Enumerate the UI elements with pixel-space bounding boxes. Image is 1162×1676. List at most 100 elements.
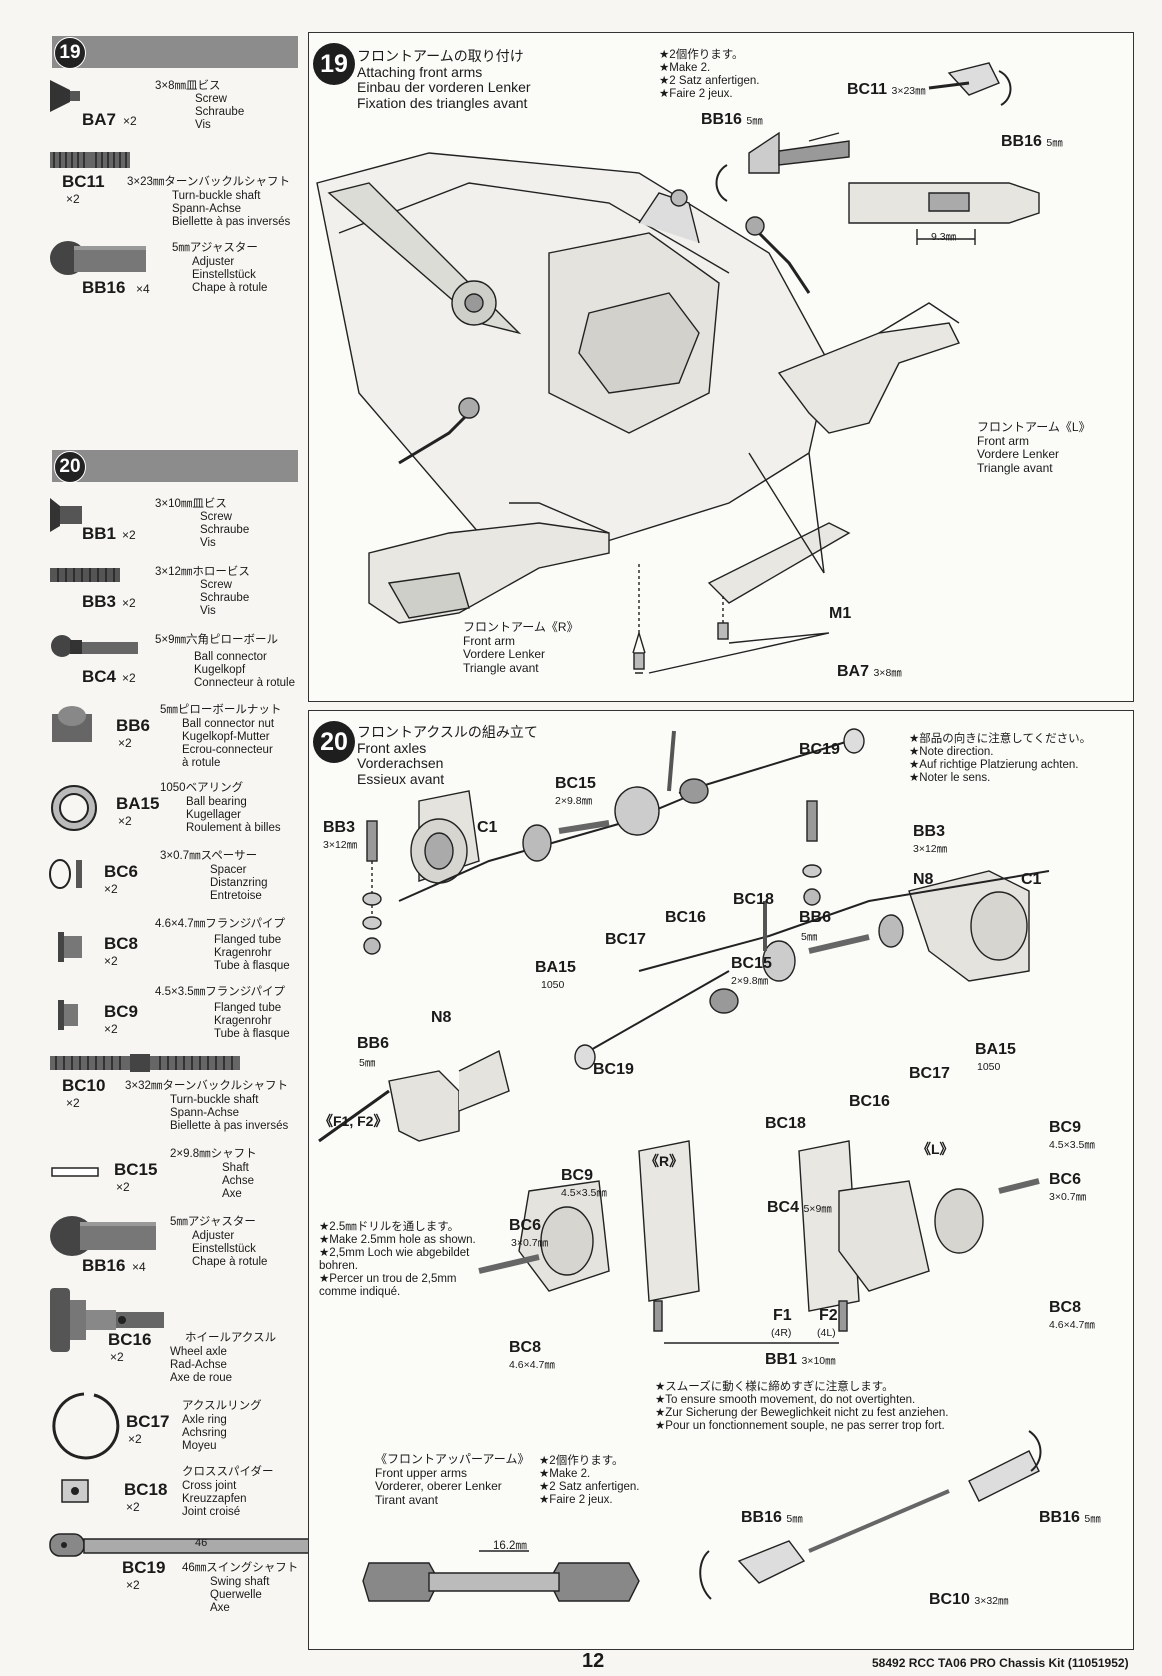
part-spec: 2×9.8㎜シャフト <box>170 1148 257 1160</box>
part-bc15: 2×9.8㎜シャフト BC15 ×2 Shaft Achse Axe <box>50 1148 308 1204</box>
label-bc15-mid: BC15 <box>731 955 772 972</box>
label-dimension: 9.3㎜ <box>931 231 957 243</box>
part-spec: 3×12㎜ホロービス <box>155 566 250 578</box>
adjuster-icon <box>50 1216 156 1256</box>
part-spec: ホイールアクスル <box>185 1332 277 1344</box>
part-desc: Flanged tube Kragenrohr Tube à flasque <box>214 1002 290 1040</box>
wheel-axle-icon <box>50 1288 164 1352</box>
upper-arm-note: ★2個作ります。 ★Make 2. ★2 Satz anfertigen. ★F… <box>539 1455 640 1506</box>
ball-nut-icon <box>52 706 92 742</box>
label-f1-f2-heading: 《F1, F2》 <box>319 1113 388 1129</box>
label-f2: F2 <box>819 1307 838 1324</box>
part-desc: Screw Schraube Vis <box>195 93 245 131</box>
label-bc6-l: BC6 <box>1049 1171 1082 1188</box>
part-qty: ×2 <box>122 528 136 542</box>
part-qty: ×2 <box>104 1022 118 1036</box>
part-ba15: 1050ベアリング BA15 ×2 Ball bearing Kugellage… <box>50 782 308 838</box>
step-number: 20 <box>54 451 86 483</box>
label-bb16-l: BB16 5㎜ <box>741 1509 803 1526</box>
part-qty: ×2 <box>118 814 132 828</box>
part-desc: Screw Schraube Vis <box>200 511 250 549</box>
label-c1-left: C1 <box>477 819 498 836</box>
part-qty: ×2 <box>123 114 137 128</box>
part-ba7: 3×8㎜皿ビス BA7 ×2 Screw Schraube Vis <box>50 80 308 132</box>
label-ba15-left: BA15 <box>535 959 576 976</box>
label-bc16-mid: BC16 <box>849 1093 890 1110</box>
front-axle-assembly-drawing <box>318 728 1050 1602</box>
part-code: BC11 <box>62 172 105 191</box>
part-spec: 5㎜アジャスター <box>170 1216 256 1228</box>
threaded-shaft-icon <box>50 1054 240 1072</box>
part-qty: ×4 <box>132 1260 146 1274</box>
label-bb3-right: BB3 <box>913 823 946 840</box>
part-spec: 5×9㎜六角ピローボール <box>155 634 279 646</box>
label-m1: M1 <box>829 605 852 622</box>
part-desc: Flanged tube Kragenrohr Tube à flasque <box>214 934 290 972</box>
part-code: BC19 <box>122 1558 166 1577</box>
label-ba15-right-size: 1050 <box>977 1061 1001 1073</box>
drill-note: ★2.5㎜ドリルを通します。 ★Make 2.5mm hole as shown… <box>319 1221 476 1298</box>
step19-panel: 19 フロントアームの取り付け Attaching front arms Ein… <box>308 32 1134 702</box>
label-bc6-r-size: 3×0.7㎜ <box>511 1237 549 1249</box>
part-code: BC18 <box>124 1480 168 1499</box>
part-qty: ×2 <box>128 1432 142 1446</box>
label-l-tag: 《L》 <box>917 1141 954 1157</box>
label-dimension-upper: 16.2㎜ <box>493 1540 527 1552</box>
part-bc11: BC11 ×2 3×23㎜ターンバックルシャフト Turn-buckle sha… <box>50 152 308 232</box>
part-spec: 1050ベアリング <box>160 782 244 794</box>
ball-bearing-icon <box>51 785 97 831</box>
threaded-shaft-icon <box>50 152 130 168</box>
part-qty: ×2 <box>104 954 118 968</box>
label-bb1: BB1 3×10㎜ <box>765 1351 836 1368</box>
countersunk-screw-icon <box>50 498 82 532</box>
part-code: BC9 <box>104 1002 139 1021</box>
label-r-tag: 《R》 <box>645 1153 684 1169</box>
part-bc19: 46 BC19 ×2 46㎜スイングシャフト Swing shaft Querw… <box>49 1530 347 1620</box>
part-bb1: 3×10㎜皿ビス BB1 ×2 Screw Schraube Vis <box>50 498 308 549</box>
label-bc9-l: BC9 <box>1049 1119 1082 1136</box>
part-desc: Ball bearing Kugellager Roulement à bill… <box>186 796 281 834</box>
part-code: BC17 <box>126 1412 170 1431</box>
part-spec: 3×32㎜ターンバックルシャフト <box>125 1080 288 1092</box>
part-spec: 4.5×3.5㎜フランジパイプ <box>155 986 285 998</box>
label-bc8-r-size: 4.6×4.7㎜ <box>509 1359 555 1371</box>
step19-number: 19 <box>313 43 355 85</box>
smooth-movement-note: ★スムーズに動く様に締めすぎに注意します。 ★To ensure smooth … <box>655 1381 949 1432</box>
part-bc17: BC17 ×2 アクスルリング Axle ring Achsring Moyeu <box>50 1392 308 1468</box>
countersunk-screw-icon <box>50 80 80 112</box>
part-code: BC10 <box>62 1076 106 1095</box>
label-front-arm-l: フロントアーム《L》 Front arm Vordere Lenker Tria… <box>977 420 1091 475</box>
front-arm-assembly-drawing <box>316 62 1040 674</box>
part-spec: 5㎜ピローボールナット <box>160 704 282 716</box>
part-qty: ×2 <box>66 192 80 206</box>
part-code: BB1 <box>82 524 117 543</box>
part-qty: ×2 <box>116 1180 130 1194</box>
label-bb6-left-size: 5㎜ <box>359 1057 376 1069</box>
part-spec: 4.6×4.7㎜フランジパイプ <box>155 918 285 930</box>
part-desc: Axle ring Achsring Moyeu <box>182 1414 227 1452</box>
sidebar-step20-header: 20 <box>52 450 298 483</box>
label-bc18-mid: BC18 <box>765 1115 806 1132</box>
label-bb6-right-size: 5㎜ <box>801 931 818 943</box>
page-number: 12 <box>582 1650 605 1672</box>
label-bc19-mid: BC19 <box>593 1061 634 1078</box>
part-desc: Cross joint Kreuzzapfen Joint croisé <box>182 1480 247 1518</box>
part-bb6: 5㎜ピローボールナット BB6 ×2 Ball connector nut Ku… <box>50 704 308 769</box>
label-bc9-l-size: 4.5×3.5㎜ <box>1049 1139 1095 1151</box>
part-code: BC16 <box>108 1330 152 1349</box>
part-code: BB16 <box>82 1256 126 1275</box>
part-desc: Spacer Distanzring Entretoise <box>210 864 268 902</box>
part-bc9: 4.5×3.5㎜フランジパイプ BC9 ×2 Flanged tube Krag… <box>50 986 308 1046</box>
label-f1: F1 <box>773 1307 792 1324</box>
label-front-arm-r: フロントアーム《R》 Front arm Vordere Lenker Tria… <box>463 620 579 675</box>
axle-ring-icon <box>52 1392 120 1460</box>
part-spec: 3×23㎜ターンバックルシャフト <box>127 176 290 188</box>
step19-note: ★2個作ります。 ★Make 2. ★2 Satz anfertigen. ★F… <box>659 49 760 100</box>
label-ba15-right: BA15 <box>975 1041 1016 1058</box>
label-bc15-mid-size: 2×9.8㎜ <box>731 975 769 987</box>
part-qty: ×2 <box>122 671 136 685</box>
part-bc10: BC10 ×2 3×32㎜ターンバックルシャフト Turn-buckle sha… <box>50 1054 308 1134</box>
page-footer: 58492 RCC TA06 PRO Chassis Kit (11051952… <box>872 1656 1129 1670</box>
label-ba15-left-size: 1050 <box>541 979 565 991</box>
label-bc18-top: BC18 <box>733 891 774 908</box>
